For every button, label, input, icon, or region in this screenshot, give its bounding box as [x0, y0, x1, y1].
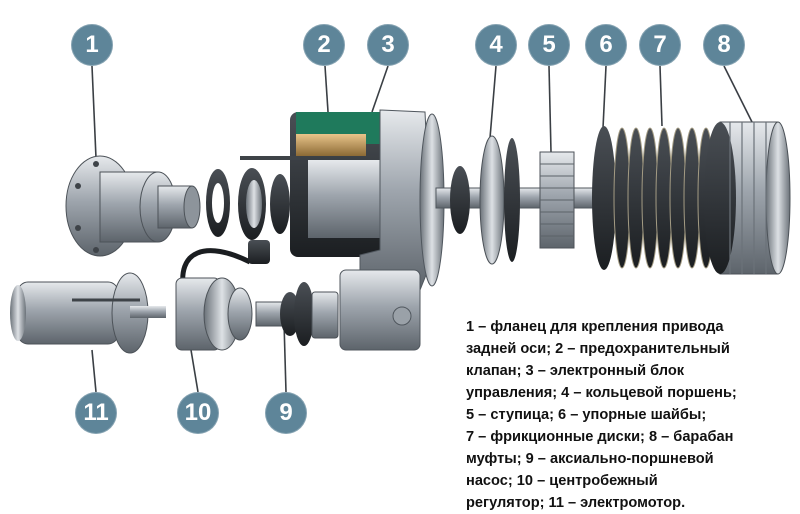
legend-line: 1 – фланец для крепления привода [466, 319, 724, 335]
hub-part [539, 151, 575, 249]
leader-lines [91, 65, 753, 393]
legend-line: клапан; 3 – электронный блок [466, 363, 685, 379]
electric-motor-part [10, 272, 166, 354]
badge-5: 5 [528, 24, 570, 66]
axial-piston-pump-part [255, 282, 339, 346]
badge-10: 10 [177, 392, 219, 434]
badge-11: 11 [75, 392, 117, 434]
legend-line: задней оси; 2 – предохранительный [466, 341, 730, 357]
badge-4: 4 [475, 24, 517, 66]
badge-1: 1 [71, 24, 113, 66]
friction-disc-pack [592, 126, 715, 270]
annular-piston-part [450, 135, 520, 265]
housing-part [240, 109, 445, 351]
centrifugal-regulator-part [175, 240, 270, 351]
parts-legend: 1 – фланец для крепления привода задней … [466, 316, 786, 514]
badge-2: 2 [303, 24, 345, 66]
badge-3: 3 [367, 24, 409, 66]
badge-6: 6 [585, 24, 627, 66]
legend-line: насос; 10 – центробежный [466, 473, 658, 489]
badge-8: 8 [703, 24, 745, 66]
badge-9: 9 [265, 392, 307, 434]
legend-line: 5 – ступица; 6 – упорные шайбы; [466, 407, 707, 423]
legend-line: муфты; 9 – аксиально-поршневой [466, 451, 714, 467]
clutch-drum-part [704, 121, 791, 275]
legend-line: управления; 4 – кольцевой поршень; [466, 385, 737, 401]
seal-rings [206, 168, 290, 240]
legend-line: 7 – фрикционные диски; 8 – барабан [466, 429, 734, 445]
badge-7: 7 [639, 24, 681, 66]
legend-line: регулятор; 11 – электромотор. [466, 495, 686, 511]
flange-part [65, 155, 201, 257]
